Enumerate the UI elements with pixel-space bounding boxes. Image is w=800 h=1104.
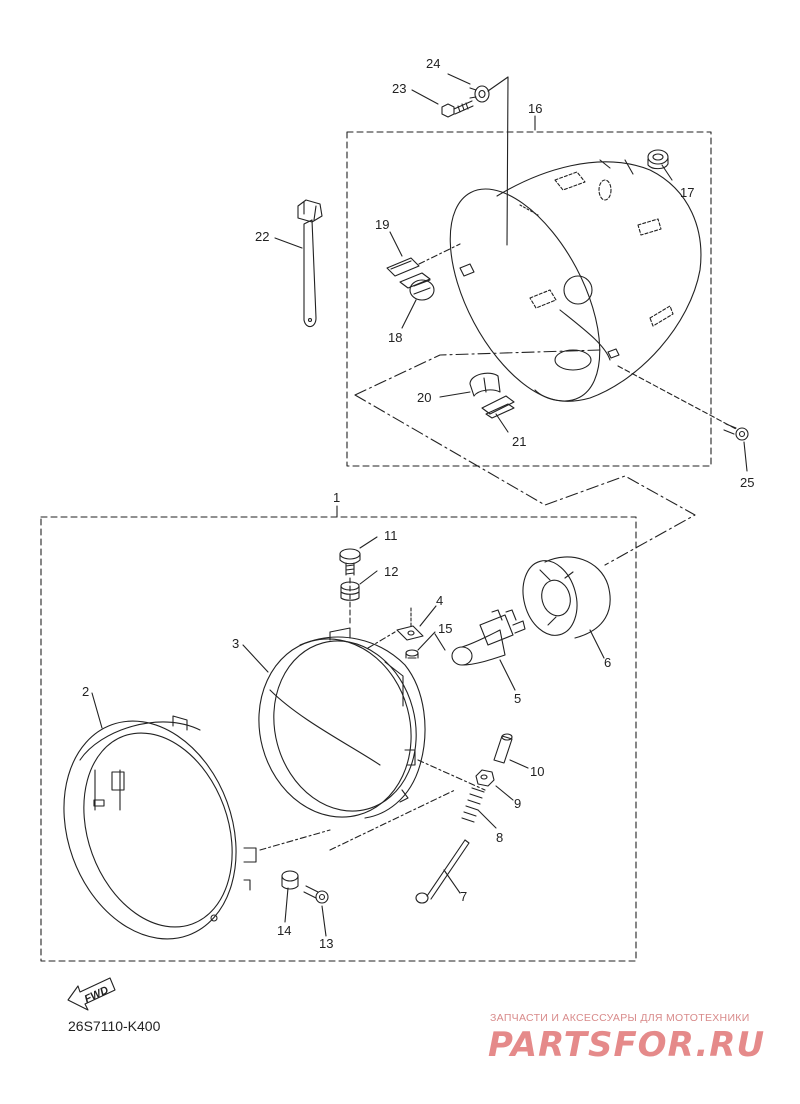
spring-part-8 xyxy=(461,787,485,823)
callout-18: 18 xyxy=(388,330,402,345)
callout-16: 16 xyxy=(528,101,542,116)
bulb-part-5 xyxy=(451,609,526,666)
callout-13: 13 xyxy=(319,936,333,951)
callout-17: 17 xyxy=(680,185,694,200)
callout-4: 4 xyxy=(436,593,443,608)
callout-9: 9 xyxy=(514,796,521,811)
socket-part-18 xyxy=(399,272,435,301)
plate-nut-part-4 xyxy=(396,607,424,641)
screw-part-13 xyxy=(303,885,329,904)
assembly-connector-line xyxy=(354,349,696,566)
fwd-label: FWD xyxy=(83,984,111,1005)
cap-part-10 xyxy=(493,733,513,764)
leader-lines xyxy=(91,73,748,937)
gasket-part-19 xyxy=(386,257,420,277)
callout-24: 24 xyxy=(426,56,440,71)
callout-8: 8 xyxy=(496,830,503,845)
screw-part-25 xyxy=(617,365,749,441)
headlight-rim-part-2 xyxy=(63,715,257,940)
callout-21: 21 xyxy=(512,434,526,449)
nut-part-9 xyxy=(475,769,495,787)
callout-22: 22 xyxy=(255,229,269,244)
callout-10: 10 xyxy=(530,764,544,779)
cable-tie-part-22 xyxy=(297,199,323,328)
screw-part-15 xyxy=(405,649,419,659)
watermark-tagline: ЗАПЧАСТИ И АКСЕССУАРЫ ДЛЯ МОТОТЕХНИКИ xyxy=(490,1012,750,1024)
callout-19: 19 xyxy=(375,217,389,232)
callout-7: 7 xyxy=(460,889,467,904)
grommet-part-17 xyxy=(647,149,669,170)
bolt-line xyxy=(487,76,509,246)
gasket-part-21 xyxy=(481,395,515,419)
callout-11: 11 xyxy=(384,528,398,543)
grommet-part-14 xyxy=(281,870,299,890)
bolt-part-23 xyxy=(441,100,474,118)
leader-19 xyxy=(418,243,461,265)
bulb-cover-part-6 xyxy=(522,556,611,639)
callout-3: 3 xyxy=(232,636,239,651)
callout-15: 15 xyxy=(438,621,452,636)
callout-5: 5 xyxy=(514,691,521,706)
group-box-16 xyxy=(346,131,712,467)
callout-25: 25 xyxy=(740,475,754,490)
callout-12: 12 xyxy=(384,564,398,579)
callout-23: 23 xyxy=(392,81,406,96)
group-box-1 xyxy=(40,516,637,962)
callout-1: 1 xyxy=(333,490,340,505)
clip-part-20 xyxy=(469,372,501,397)
headlight-unit-part-3 xyxy=(258,627,426,819)
drawing-code: 26S7110-K400 xyxy=(68,1018,161,1034)
watermark-brand: PARTSFOR.RU xyxy=(488,1025,765,1065)
callout-6: 6 xyxy=(604,655,611,670)
screw-part-11 xyxy=(339,548,361,576)
fwd-arrow-icon xyxy=(67,977,116,1011)
headlight-housing-part-16 xyxy=(449,159,702,402)
washer-part-24 xyxy=(469,85,490,103)
callout-20: 20 xyxy=(417,390,431,405)
grommet-part-12 xyxy=(340,581,360,601)
adjust-screw-part-7 xyxy=(415,839,470,904)
callout-14: 14 xyxy=(277,923,291,938)
callout-2: 2 xyxy=(82,684,89,699)
